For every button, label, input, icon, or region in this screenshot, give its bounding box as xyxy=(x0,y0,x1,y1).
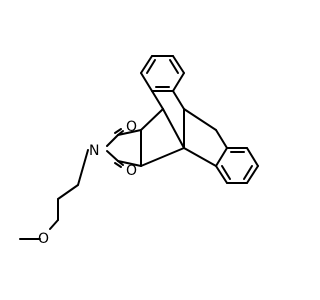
carbonyl-oxygen-bottom-label: O xyxy=(126,163,137,179)
ether-oxygen-label: O xyxy=(38,231,49,247)
molecule-structure: O O N O xyxy=(19,55,259,247)
upper-benzene-ring xyxy=(140,55,185,92)
lower-right-benzene-ring xyxy=(215,147,259,184)
methoxypropyl-chain xyxy=(19,149,89,240)
imide-nitrogen-label: N xyxy=(89,143,99,159)
imide-ring xyxy=(106,128,142,168)
carbonyl-oxygen-top-label: O xyxy=(126,119,137,135)
molecule-diagram: O O N O xyxy=(19,55,259,247)
bridge-skeleton xyxy=(140,90,228,167)
